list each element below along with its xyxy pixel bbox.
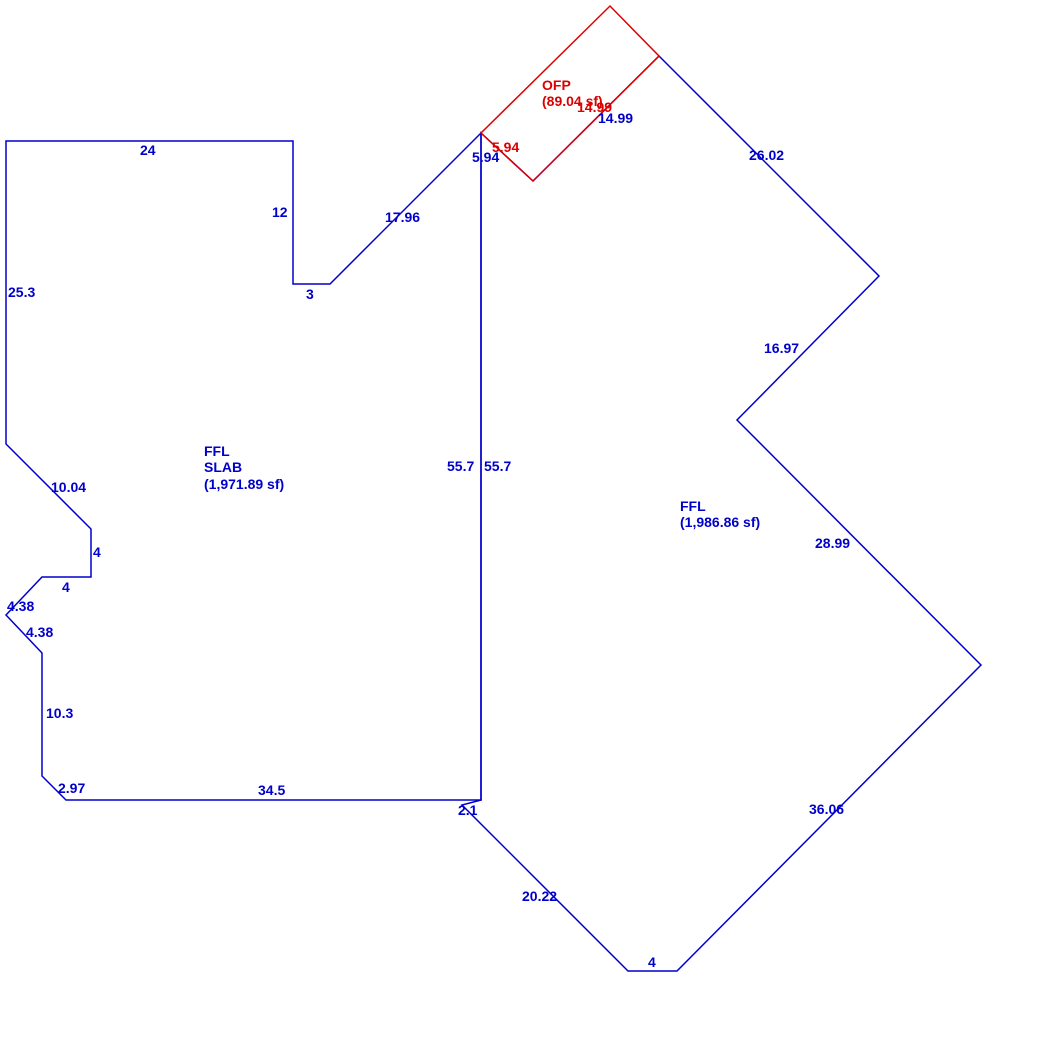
slab-area-label-line3: (1,971.89 sf): [204, 476, 284, 492]
dimension-label: 2.97: [58, 780, 85, 796]
dimension-label: 4.38: [7, 598, 34, 614]
dimension-label: 26.02: [749, 147, 784, 163]
dimension-label: 14.99: [598, 110, 633, 126]
dimension-label: 20.22: [522, 888, 557, 904]
dimension-label: 2.1: [458, 802, 478, 818]
dimension-label: 10.3: [46, 705, 73, 721]
ofp-area-label-line2: (89.04 sf): [542, 93, 603, 109]
dimension-label: 3: [306, 286, 314, 302]
dimension-label: 4.38: [26, 624, 53, 640]
slab-area-label-line1: FFL: [204, 443, 230, 459]
dimension-label: 16.97: [764, 340, 799, 356]
dimension-label: 4: [93, 544, 101, 560]
dimension-label: 34.5: [258, 782, 285, 798]
dimension-label: 5.94: [472, 149, 499, 165]
ffl-area-label-line2: (1,986.86 sf): [680, 514, 760, 530]
dimension-label: 17.96: [385, 209, 420, 225]
ofp-area-label-line1: OFP: [542, 77, 571, 93]
dimension-label: 25.3: [8, 284, 35, 300]
ffl-area-label-line1: FFL: [680, 498, 706, 514]
dimension-label: 14.99: [577, 99, 612, 115]
dimension-label: 5.94: [492, 139, 519, 155]
slab-area-label-line2: SLAB: [204, 459, 242, 475]
ofp-outline: [479, 4, 661, 183]
dimension-label: 36.06: [809, 801, 844, 817]
dimension-label: 55.7: [447, 458, 474, 474]
dimension-label: 12: [272, 204, 288, 220]
dimension-label: 24: [140, 142, 156, 158]
dimension-label: 4: [62, 579, 70, 595]
dimension-label: 55.7: [484, 458, 511, 474]
dimension-label: 28.99: [815, 535, 850, 551]
dimension-label: 4: [648, 954, 656, 970]
dimension-label: 10.04: [51, 479, 86, 495]
slab-outline: [4, 131, 482, 801]
